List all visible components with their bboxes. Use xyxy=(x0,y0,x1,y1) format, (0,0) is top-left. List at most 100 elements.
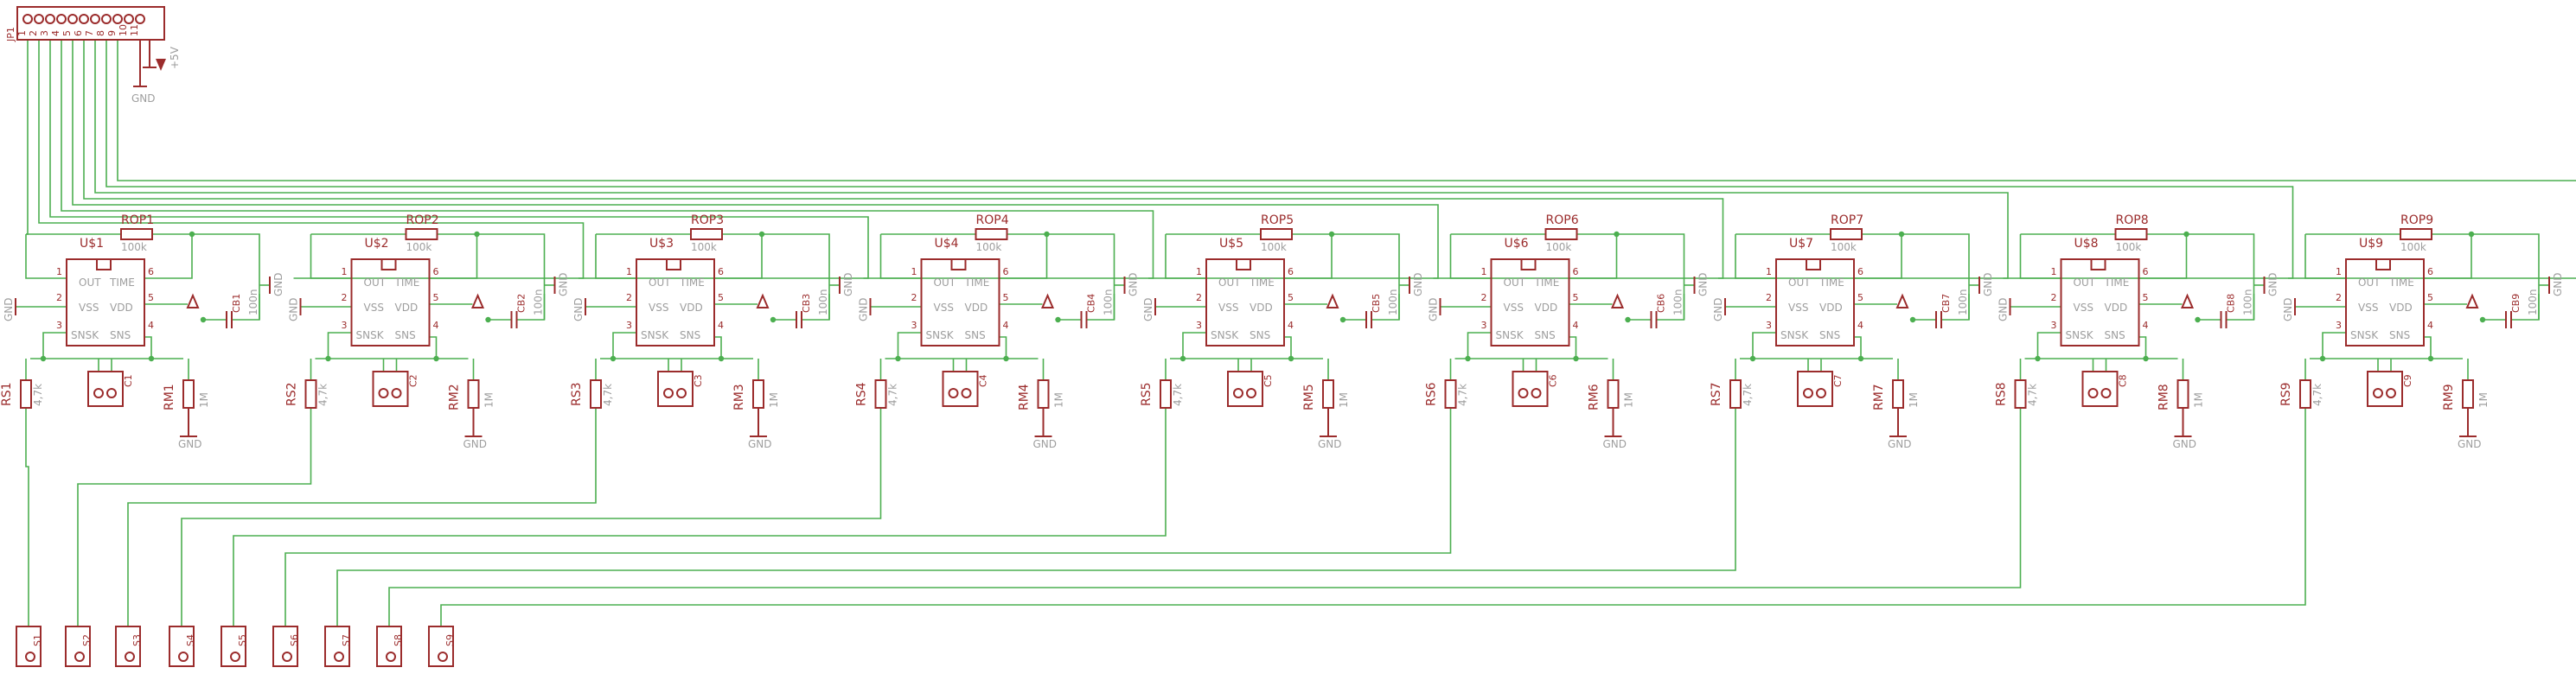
junction-dot xyxy=(2143,355,2149,362)
sensor-pad-c xyxy=(1797,371,1833,407)
sensor-pad-s xyxy=(221,626,246,667)
rs-name: RS3 xyxy=(570,382,584,406)
ic-notch xyxy=(1806,258,1821,270)
gnd-label: GND xyxy=(2552,272,2564,296)
resistor-rm xyxy=(1892,379,1904,409)
pad-circle xyxy=(1246,388,1256,398)
vdd-arrow xyxy=(1040,293,1055,308)
junction-dot xyxy=(2035,355,2041,362)
snsk-wire xyxy=(1182,332,1206,359)
ic-pin-time: TIME xyxy=(964,277,990,289)
rop-name: ROP9 xyxy=(2400,213,2433,227)
connector-pin-number: 11 xyxy=(129,24,140,36)
pin-number: 1 xyxy=(1196,266,1202,277)
sensor-pad-s xyxy=(428,626,454,667)
sns-wire xyxy=(1569,336,1577,359)
ic-pin-out: OUT xyxy=(649,277,671,289)
pin-number: 5 xyxy=(1857,292,1863,303)
pin-number: 3 xyxy=(626,320,632,331)
cb-name: CB5 xyxy=(1371,294,1382,313)
rm-value: 1M xyxy=(2193,392,2205,408)
pin-number: 5 xyxy=(718,292,724,303)
pin-number: 5 xyxy=(2143,292,2149,303)
junction-dot xyxy=(2427,355,2434,362)
junction-dot xyxy=(610,355,617,362)
connector-jp1-body xyxy=(16,6,165,41)
signal-wire xyxy=(38,40,585,279)
rm-name: RM1 xyxy=(163,384,176,410)
junction-dot xyxy=(1055,316,1061,323)
ic-pin-vss: VSS xyxy=(2358,302,2378,314)
resistor-rop xyxy=(2114,228,2148,240)
cb-wire xyxy=(232,294,260,321)
gnd-label: GND xyxy=(1888,438,1912,450)
out-wire xyxy=(25,234,67,279)
rs-value: 4,7k xyxy=(887,384,899,406)
ic-pin-vdd: VDD xyxy=(110,302,133,314)
junction-dot xyxy=(770,316,777,323)
gnd-label: GND xyxy=(1998,297,2010,321)
pin-number: 1 xyxy=(56,266,62,277)
sensor-name: S7 xyxy=(341,634,352,646)
rs-name: RS2 xyxy=(285,382,299,406)
junction-dot xyxy=(1328,231,1335,238)
ic-notch xyxy=(380,258,397,270)
junction-dot xyxy=(200,316,207,323)
cb-wire xyxy=(1086,294,1115,321)
cb-name: CB6 xyxy=(1656,294,1667,313)
gnd-label: GND xyxy=(2173,438,2197,450)
sensor-pad-circle xyxy=(334,652,344,662)
sns-wire xyxy=(1284,336,1292,359)
ic-pin-time: TIME xyxy=(394,277,420,289)
sensor-name: S3 xyxy=(131,634,143,646)
rop-name: ROP6 xyxy=(1546,213,1579,227)
sensor-name: S6 xyxy=(289,634,300,646)
pad-circle xyxy=(1816,388,1826,398)
connector-pin xyxy=(56,14,67,24)
vdd-arrow xyxy=(756,293,770,308)
rop-right-wire xyxy=(1292,233,1400,320)
sensor-pad-s xyxy=(115,626,141,667)
gnd-label: GND xyxy=(1142,297,1154,321)
ic-pin-snsk: SNSK xyxy=(1496,329,1525,341)
ic-name: U$1 xyxy=(80,237,104,251)
cb-value: 100n xyxy=(2527,289,2539,315)
vdd-arrow xyxy=(2180,293,2195,308)
rop-value: 100k xyxy=(976,241,1002,253)
pin-number: 4 xyxy=(148,320,154,331)
connector-pin-number: 3 xyxy=(39,30,50,36)
sensor-wire xyxy=(440,408,2306,626)
ic-pin-out: OUT xyxy=(2074,277,2096,289)
c-name: C9 xyxy=(2402,374,2413,387)
ic-notch xyxy=(2375,258,2391,270)
rop-value: 100k xyxy=(1831,241,1857,253)
ic-name: U$9 xyxy=(2359,237,2383,251)
sensor-wire xyxy=(233,408,1167,626)
pad-circle xyxy=(2373,388,2383,398)
sns-wire xyxy=(1854,336,1862,359)
snsk-wire xyxy=(1467,332,1492,359)
resistor-rm xyxy=(752,379,764,409)
rop-value: 100k xyxy=(406,241,432,253)
c-name: C3 xyxy=(693,374,704,387)
sns-wire xyxy=(429,336,438,359)
sensor-pad-circle xyxy=(74,652,85,662)
pin-number: 3 xyxy=(911,320,917,331)
sensor-pad-s xyxy=(16,626,42,667)
connector-pin xyxy=(34,14,44,24)
gnd-label: GND xyxy=(558,272,570,296)
ic-pin-vss: VSS xyxy=(1504,302,1524,314)
snsk-wire xyxy=(612,332,636,359)
pin-number: 4 xyxy=(1573,320,1579,331)
rm-name: RM6 xyxy=(1588,384,1601,410)
junction-dot xyxy=(1857,355,1864,362)
signal-wire xyxy=(49,40,869,279)
gnd-label: GND xyxy=(1712,297,1724,321)
sns-wire xyxy=(2138,336,2147,359)
sensor-name: S5 xyxy=(237,634,248,646)
junction-dot xyxy=(2183,231,2189,238)
pin-number: 6 xyxy=(1573,266,1579,277)
pin-number: 3 xyxy=(1481,320,1487,331)
sns-wire xyxy=(999,336,1007,359)
